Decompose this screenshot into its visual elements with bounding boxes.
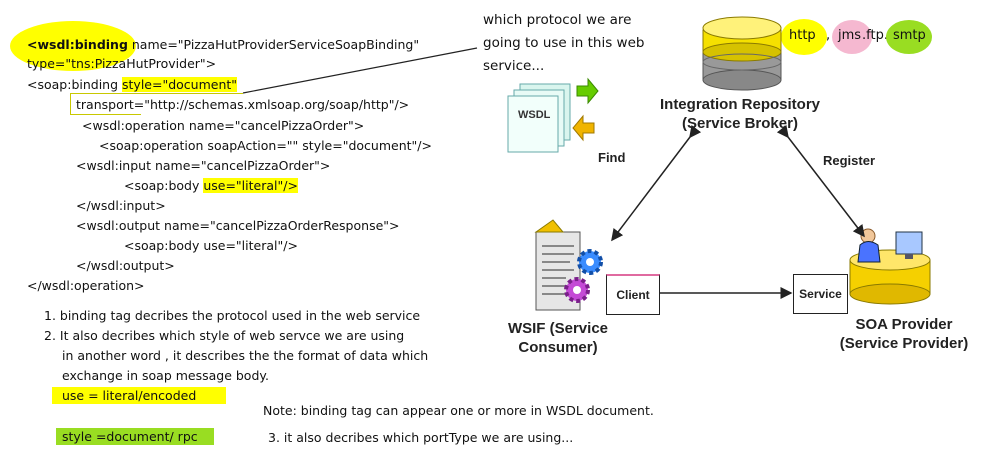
transport-outline-top: [140, 93, 243, 94]
pointer-line: [242, 47, 478, 94]
transport-outline: [70, 93, 141, 115]
wsdl-label: WSDL: [518, 109, 551, 121]
provider-icon: [849, 228, 931, 305]
code-line-6: <soap:operation soapAction="" style="doc…: [99, 138, 432, 153]
orange-arrow-icon: [572, 114, 595, 142]
binding-oval-highlight: [10, 21, 136, 71]
protocol-comma: ,: [826, 28, 831, 43]
code-line-4: transport="http://schemas.xmlsoap.org/so…: [76, 97, 410, 112]
jms-oval: [832, 20, 872, 54]
smtp-label: smtp: [893, 28, 926, 43]
code-line-10: <wsdl:output name="cancelPizzaOrderRespo…: [76, 218, 400, 233]
annotation-line-1: which protocol we are: [483, 12, 632, 28]
database-icon: [702, 16, 782, 91]
register-arrow: [776, 125, 865, 238]
note-item-2b: in another word , it describes the the f…: [62, 348, 429, 363]
code-line-11: <soap:body use="literal"/>: [124, 238, 298, 253]
code-line-8: <soap:body use="literal"/>: [124, 178, 298, 193]
note-item-2a: 2. It also decribes which style of web s…: [44, 328, 405, 343]
style-document-highlight: style="document": [122, 77, 238, 92]
ftp-label: .ftp.: [862, 28, 888, 43]
binding-note: Note: binding tag can appear one or more…: [263, 403, 654, 418]
find-label: Find: [598, 150, 626, 165]
register-label: Register: [823, 153, 876, 168]
code-line-9: </wsdl:input>: [76, 198, 166, 213]
service-label: Service: [799, 287, 842, 301]
note-item-3: 3. it also decribes which portType we ar…: [268, 430, 574, 445]
use-literal-highlight: use="literal"/>: [203, 178, 298, 193]
code-line-7: <wsdl:input name="cancelPizzaOrder">: [76, 158, 331, 173]
annotation-line-3: service...: [483, 58, 545, 74]
use-literal-encoded-box: use = literal/encoded: [52, 387, 226, 404]
style-document-rpc-box: style =document/ rpc: [56, 428, 214, 445]
code-line-2: type="tns:PizzaHutProvider">: [27, 56, 217, 71]
code-line-13: </wsdl:operation>: [27, 278, 145, 293]
green-arrow-icon: [576, 77, 599, 105]
code-line-12: </wsdl:output>: [76, 258, 175, 273]
note-item-2c: exchange in soap message body.: [62, 368, 269, 383]
provider-title: SOA Provider (Service Provider): [839, 316, 969, 352]
code-line-3: <soap:binding style="document": [27, 77, 238, 92]
repository-title: Integration Repository (Service Broker): [659, 96, 820, 132]
binding-tag-highlight: <wsdl:binding: [27, 37, 128, 52]
consumer-document-icon: [534, 219, 581, 311]
http-label: http: [789, 28, 816, 43]
consumer-title: WSIF (Service Consumer): [507, 320, 609, 356]
code-line-1: <wsdl:binding name="PizzaHutProviderServ…: [27, 37, 420, 52]
gear-icon: [564, 249, 603, 303]
note-item-1: 1. binding tag decribes the protocol use…: [44, 308, 421, 323]
service-box: Service: [793, 274, 848, 314]
client-box: Client: [606, 274, 660, 315]
code-line-5: <wsdl:operation name="cancelPizzaOrder">: [82, 118, 365, 133]
smtp-oval: [886, 20, 932, 54]
annotation-line-2: going to use in this web: [483, 35, 645, 51]
jms-label: jms: [838, 28, 862, 43]
http-oval: [781, 19, 827, 55]
client-label: Client: [616, 288, 650, 302]
